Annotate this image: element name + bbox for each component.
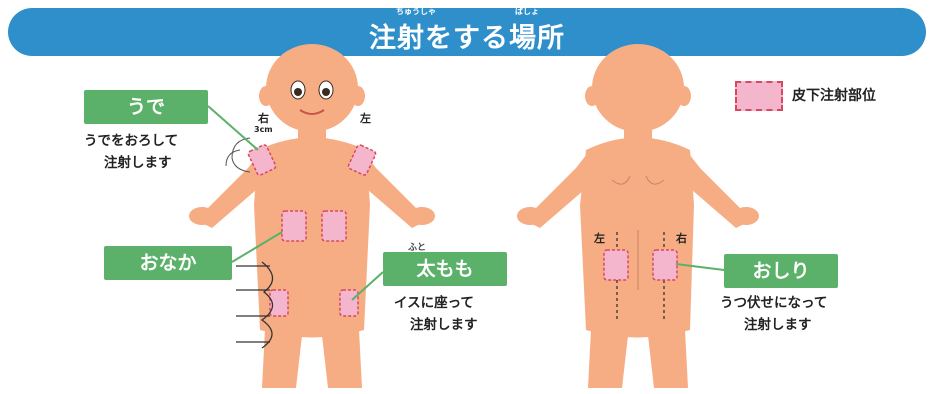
buttocks-note-line1: うつ伏せになって	[720, 293, 827, 314]
distance-mark: 3cm	[254, 125, 273, 134]
arm-note-line1: うでをおろして	[84, 131, 178, 152]
arm-label: うで	[84, 90, 208, 124]
back-figure	[517, 44, 759, 388]
front-left-side-label: 左	[360, 110, 371, 126]
thigh-note-line2: 注射します	[410, 315, 478, 336]
site-belly-left	[322, 211, 346, 241]
buttocks-label: おしり	[724, 254, 838, 288]
front-figure	[189, 44, 435, 388]
back-left-side-label: 左	[594, 230, 605, 246]
site-buttock-right	[653, 250, 677, 280]
belly-label: おなか	[104, 246, 232, 280]
thigh-label: 太もも	[383, 252, 507, 286]
buttocks-note-line2: 注射します	[744, 315, 812, 336]
site-buttock-left	[604, 250, 628, 280]
arm-note-line2: 注射します	[104, 153, 172, 174]
site-belly-right	[282, 211, 306, 241]
thigh-note-line1: イスに座って	[394, 293, 474, 314]
site-thigh-left	[340, 290, 358, 316]
front-right-side-label: 右	[258, 110, 269, 126]
legend-swatch	[735, 81, 783, 111]
legend-label: 皮下注射部位	[792, 85, 876, 105]
back-right-side-label: 右	[676, 230, 687, 246]
